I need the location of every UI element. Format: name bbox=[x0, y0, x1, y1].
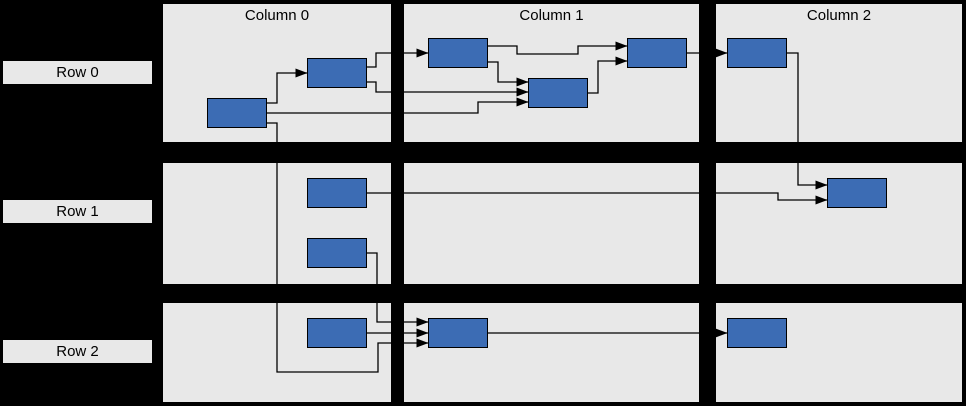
edge-r0c0-left-to-r0c0-upper bbox=[267, 68, 308, 104]
column-header-1: Column 1 bbox=[519, 7, 584, 24]
node-r0c1-lower-mid bbox=[528, 78, 588, 108]
row-label-2: Row 2 bbox=[3, 340, 152, 363]
edge-r0c1-upper-left-to-r0c1-upper-right bbox=[488, 41, 628, 55]
panel-r0-c2 bbox=[715, 3, 963, 143]
column-header-2: Column 2 bbox=[806, 7, 872, 24]
node-r0c0-left bbox=[207, 98, 267, 128]
edge-r0c0-upper-to-r0c1-upper-left bbox=[367, 48, 429, 68]
edge-r0c2-to-r1c2 bbox=[787, 52, 828, 190]
node-r0c0-upper bbox=[307, 58, 367, 88]
column-header-0: Column 0 bbox=[244, 7, 310, 24]
node-r2c1 bbox=[428, 318, 488, 348]
edge-r0c0-left-to-r2c1 bbox=[267, 122, 429, 373]
edge-r0c0-upper-to-r0c1-lower-mid bbox=[367, 81, 529, 97]
edge-r1c0-upper-to-r1c2 bbox=[367, 192, 828, 205]
node-r1c0-upper bbox=[307, 178, 367, 208]
node-r0c1-upper-left bbox=[428, 38, 488, 68]
panel-r1-c1 bbox=[403, 162, 700, 285]
node-r1c0-lower bbox=[307, 238, 367, 268]
panel-r0-c1 bbox=[403, 3, 700, 143]
row-label-0: Row 0 bbox=[3, 61, 152, 84]
node-r2c0 bbox=[307, 318, 367, 348]
row-label-1: Row 1 bbox=[3, 200, 152, 223]
node-r1c2 bbox=[827, 178, 887, 208]
edge-r0c0-left-to-r0c1-lower-mid bbox=[267, 97, 529, 114]
node-r2c2 bbox=[727, 318, 787, 348]
node-r0c2 bbox=[727, 38, 787, 68]
edge-r0c1-upper-left-to-r0c1-lower-mid bbox=[488, 61, 529, 87]
node-r0c1-upper-right bbox=[627, 38, 687, 68]
edge-r1c0-lower-to-r2c1 bbox=[367, 252, 429, 327]
edge-r0c1-lower-mid-to-r0c1-upper-right bbox=[588, 56, 628, 94]
